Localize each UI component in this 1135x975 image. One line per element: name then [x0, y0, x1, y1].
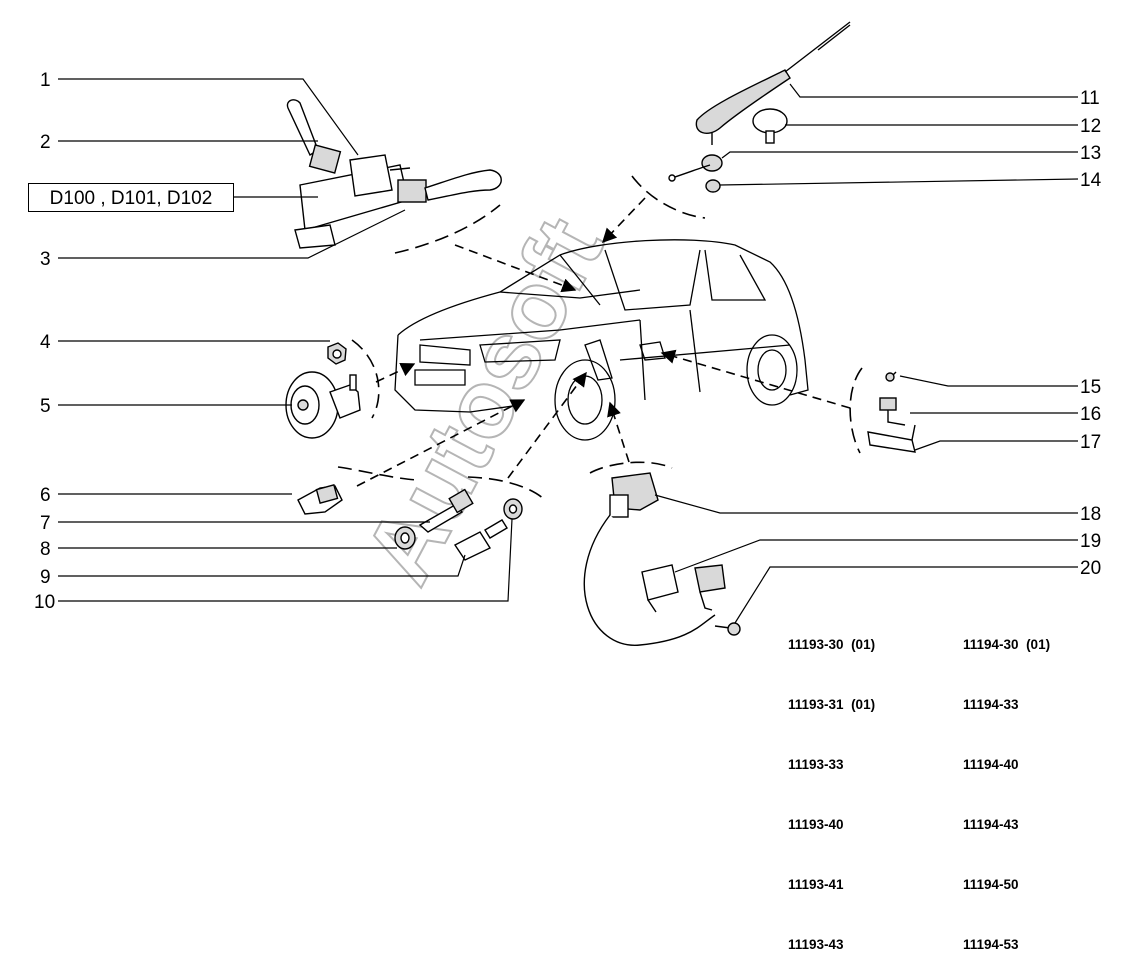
model-codes-right: 11194-30 (01) 11194-33 11194-40 11194-43…	[963, 595, 1050, 975]
callout-20: 20	[1080, 558, 1101, 579]
washer-part	[503, 498, 523, 520]
model-code: 11194-30 (01)	[963, 637, 1051, 652]
model-code: 11194-43	[963, 817, 1019, 832]
model-codes-left: 11193-30 (01) 11193-31 (01) 11193-33 111…	[788, 595, 875, 975]
sensor-harness-part	[583, 472, 741, 646]
sensor-part	[297, 484, 343, 515]
model-code: 11193-33	[788, 757, 844, 772]
callout-12: 12	[1080, 116, 1101, 137]
leader-lines	[58, 78, 1079, 624]
model-code: 11193-41	[788, 877, 844, 892]
reverse-switch-part	[453, 519, 508, 561]
model-code: 11194-33	[963, 697, 1019, 712]
model-code: 11194-53	[963, 937, 1019, 952]
antenna-washer-part	[705, 179, 721, 193]
callout-7: 7	[40, 513, 51, 534]
callout-6: 6	[40, 485, 51, 506]
callout-11: 11	[1080, 88, 1100, 109]
callout-8: 8	[40, 539, 51, 560]
model-code: 11193-31 (01)	[788, 697, 876, 712]
callout-3: 3	[40, 249, 51, 270]
screw-part	[885, 371, 897, 382]
antenna-nut-part	[668, 154, 723, 182]
grommet-part	[394, 526, 416, 550]
callout-labels: 1 2 3 4 5 6 7 8 9 10 11 12 13 14 15 16 1…	[34, 70, 1102, 613]
model-code: 11193-30 (01)	[788, 637, 876, 652]
model-code: 11194-40	[963, 757, 1019, 772]
callout-15: 15	[1080, 377, 1101, 398]
assembly-arrows	[337, 175, 863, 501]
door-switch-part	[879, 397, 906, 426]
callout-1: 1	[40, 70, 51, 91]
callout-5: 5	[40, 396, 51, 417]
callout-13: 13	[1080, 143, 1101, 164]
model-code: 11193-43	[788, 937, 844, 952]
bracket-part	[867, 424, 916, 453]
callout-16: 16	[1080, 404, 1101, 425]
callout-10: 10	[34, 592, 55, 613]
callout-19: 19	[1080, 531, 1101, 552]
parts-diagram: Autosoft	[34, 21, 1102, 646]
callout-14: 14	[1080, 170, 1102, 191]
callout-9: 9	[40, 567, 51, 588]
column-switch-assembly	[286, 99, 502, 249]
callout-2: 2	[40, 132, 51, 153]
callout-18: 18	[1080, 504, 1101, 525]
brake-light-switch-part	[418, 488, 474, 533]
model-code: 11193-40	[788, 817, 844, 832]
antenna-cap-part	[752, 108, 788, 144]
callout-4: 4	[40, 332, 51, 353]
horn-part	[285, 371, 361, 439]
antenna-part	[695, 21, 851, 145]
variant-label-box: D100 , D101, D102	[28, 183, 234, 212]
model-code: 11194-50	[963, 877, 1019, 892]
nut-part	[327, 342, 347, 365]
callout-17: 17	[1080, 432, 1101, 453]
